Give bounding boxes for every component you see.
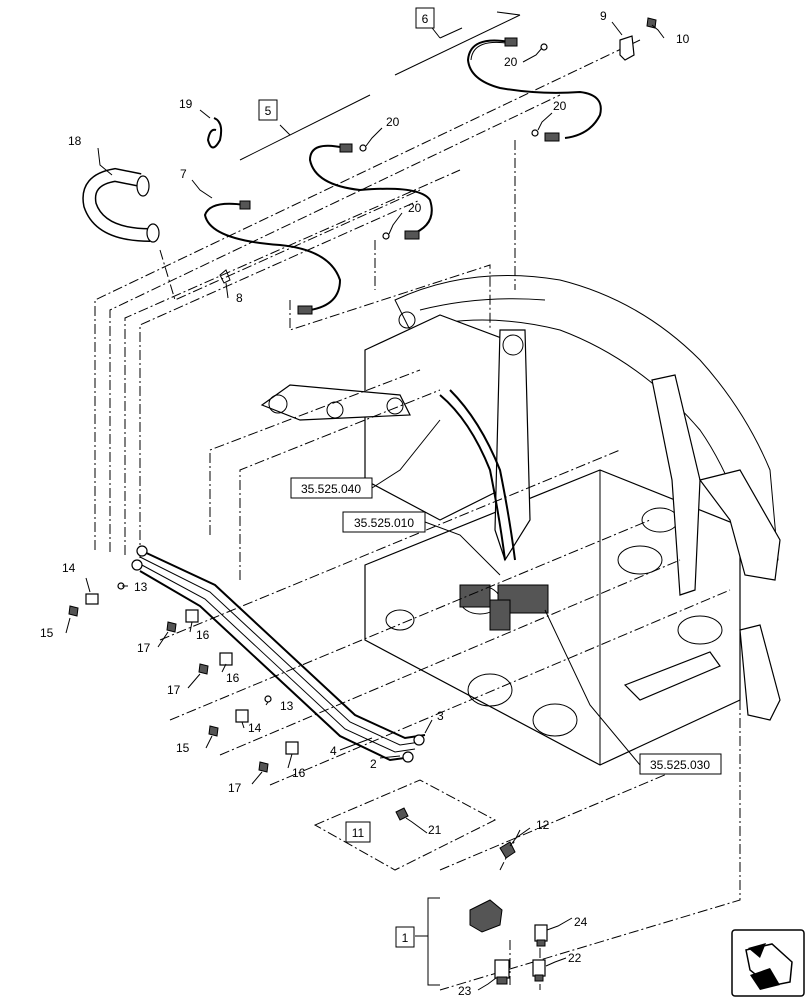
loader-frame [260,275,781,766]
kit-5-text: 5 [265,104,272,118]
callout-16-c: 16 [292,766,306,780]
callout-14-a: 14 [62,561,76,575]
control-valve [459,584,549,631]
kit-label-1: 1 [395,926,415,948]
callout-20-a: 20 [504,55,518,69]
callout-17-a: 17 [137,641,151,655]
part-14-clamp-b [235,709,249,723]
part-16-clamp-c [285,741,299,755]
kit-11-text: 11 [352,826,365,840]
callout-17-c: 17 [228,781,242,795]
callout-20-d: 20 [408,201,422,215]
callout-15-b: 15 [176,741,190,755]
callout-16-b: 16 [226,671,240,685]
part-23-adapter [494,959,510,985]
reference-35-525-010: 35.525.010 [342,511,426,533]
part-21-fitting [395,807,409,821]
part-18-hose-elbow [82,167,160,243]
callout-3: 3 [437,709,444,723]
callout-leaders [65,21,665,991]
part-19-cable-tie [206,117,223,149]
kit-1-text: 1 [402,931,409,945]
callout-9: 9 [600,9,607,23]
callout-16-a: 16 [196,628,210,642]
hose-kit-5 [308,143,433,240]
part-15-bolt-b [208,725,219,737]
reference-010-text: 35.525.010 [354,516,414,530]
callout-2: 2 [370,757,377,771]
part-17-bolt-c [258,761,269,773]
reference-35-525-030: 35.525.030 [639,753,722,775]
part-17-bolt-a [166,621,177,633]
kit-label-5: 5 [258,99,278,121]
callout-12: 12 [536,818,550,832]
reference-040-text: 35.525.040 [301,482,361,496]
orientation-arrow-icon [731,929,805,997]
part-9-clamp [619,35,635,61]
callout-23: 23 [458,984,472,998]
callout-19: 19 [179,97,193,111]
hose-7 [203,200,342,315]
callout-21: 21 [428,823,442,837]
mounting-hardware [68,582,299,773]
callout-17-b: 17 [167,683,181,697]
part-17-bolt-b [198,663,209,675]
kit-6-text: 6 [422,12,429,26]
kit-bracket-1 [415,897,440,986]
part-22-adapter [532,959,546,982]
reference-030-text: 35.525.030 [650,758,710,772]
callout-13-b: 13 [280,699,294,713]
callout-22: 22 [568,951,582,965]
tube-bundle [131,545,426,763]
callout-20-c: 20 [386,115,400,129]
callout-4: 4 [330,744,337,758]
part-10-bolt [646,17,657,29]
part-16-clamp-a [185,609,199,623]
callout-24: 24 [574,915,588,929]
fitting-kit-1 [395,807,548,985]
part-8-clip [219,269,231,284]
kit-bracket-6 [394,11,521,76]
part-12-fitting [499,841,516,859]
callout-7: 7 [180,167,187,181]
kit-bracket-5 [239,94,371,161]
part-block-fitting [469,899,503,933]
part-24-adapter [534,924,548,947]
part-14-clamp-a [85,593,99,605]
callout-10: 10 [676,32,690,46]
callout-18: 18 [68,134,82,148]
callout-13-a: 13 [134,580,148,594]
part-13-washer-b [264,695,272,703]
part-16-clamp-b [219,652,233,666]
callout-numbers: 18 19 7 8 9 10 20 20 20 20 14 13 15 16 1… [40,9,690,998]
kit-label-11: 11 [345,821,371,843]
callout-8: 8 [236,291,243,305]
part-15-bolt-a [68,605,79,617]
callout-15-a: 15 [40,626,54,640]
kit-label-6: 6 [415,7,435,29]
callout-20-b: 20 [553,99,567,113]
callout-14-b: 14 [248,721,262,735]
hose-kit-6 [466,37,602,142]
reference-35-525-040: 35.525.040 [290,477,373,499]
